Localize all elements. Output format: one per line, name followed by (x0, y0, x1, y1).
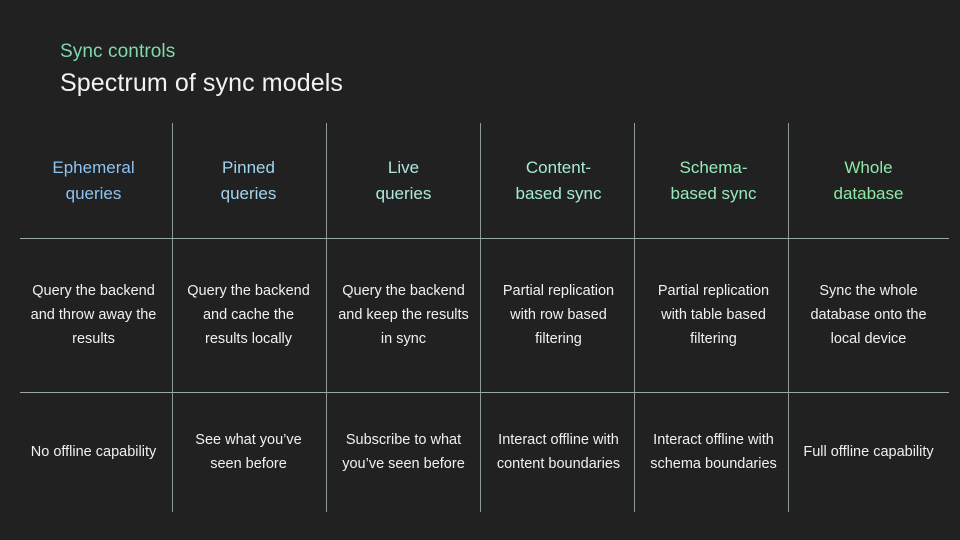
table-cell-offline: See what you’ve seen before (171, 392, 326, 512)
table-cell-description: Query the backend and throw away the res… (16, 238, 171, 392)
column-divider-5 (788, 123, 789, 512)
page-title: Spectrum of sync models (60, 69, 343, 97)
column-divider-4 (634, 123, 635, 512)
column-divider-1 (172, 123, 173, 512)
column-divider-2 (326, 123, 327, 512)
table-cell-offline: Interact offline with content boundaries (481, 392, 636, 512)
title-block: Sync controls Spectrum of sync models (60, 40, 343, 99)
table-cell-offline: No offline capability (16, 392, 171, 512)
column-header-schema-based-sync: Schema-based sync (636, 123, 791, 238)
table-cell-description: Partial replication with table based fil… (636, 238, 791, 392)
table-cell-description: Sync the whole database onto the local d… (791, 238, 946, 392)
column-header-label: Content-based sync (515, 157, 602, 203)
cell-text: Interact offline with content boundaries (496, 432, 621, 472)
cell-text: Interact offline with schema boundaries (650, 432, 777, 472)
column-header-content-based-sync: Content-based sync (481, 123, 636, 238)
cell-text: See what you’ve seen before (195, 432, 302, 472)
column-divider-3 (480, 123, 481, 512)
row-divider-1 (20, 238, 949, 239)
table-cell-description: Query the backend and keep the results i… (326, 238, 481, 392)
table-cell-description: Partial replication with row based filte… (481, 238, 636, 392)
cell-text: Query the backend and cache the results … (187, 283, 310, 347)
cell-text: Full offline capability (803, 444, 934, 460)
cell-text: Partial replication with table based fil… (657, 283, 770, 347)
table-cell-offline: Subscribe to what you’ve seen before (326, 392, 481, 512)
column-header-label: Schema-based sync (670, 157, 757, 203)
cell-text: Query the backend and throw away the res… (30, 283, 157, 347)
cell-text: Query the backend and keep the results i… (338, 283, 469, 347)
table-cell-offline: Interact offline with schema boundaries (636, 392, 791, 512)
cell-text: Sync the whole database onto the local d… (810, 283, 927, 347)
row-divider-2 (20, 392, 949, 393)
table-cell-description: Query the backend and cache the results … (171, 238, 326, 392)
cell-text: Subscribe to what you’ve seen before (342, 432, 465, 472)
cell-text: Partial replication with row based filte… (502, 283, 615, 347)
cell-text: No offline capability (30, 444, 157, 460)
slide-eyebrow: Sync controls (60, 41, 176, 62)
table-cell-offline: Full offline capability (791, 392, 946, 512)
